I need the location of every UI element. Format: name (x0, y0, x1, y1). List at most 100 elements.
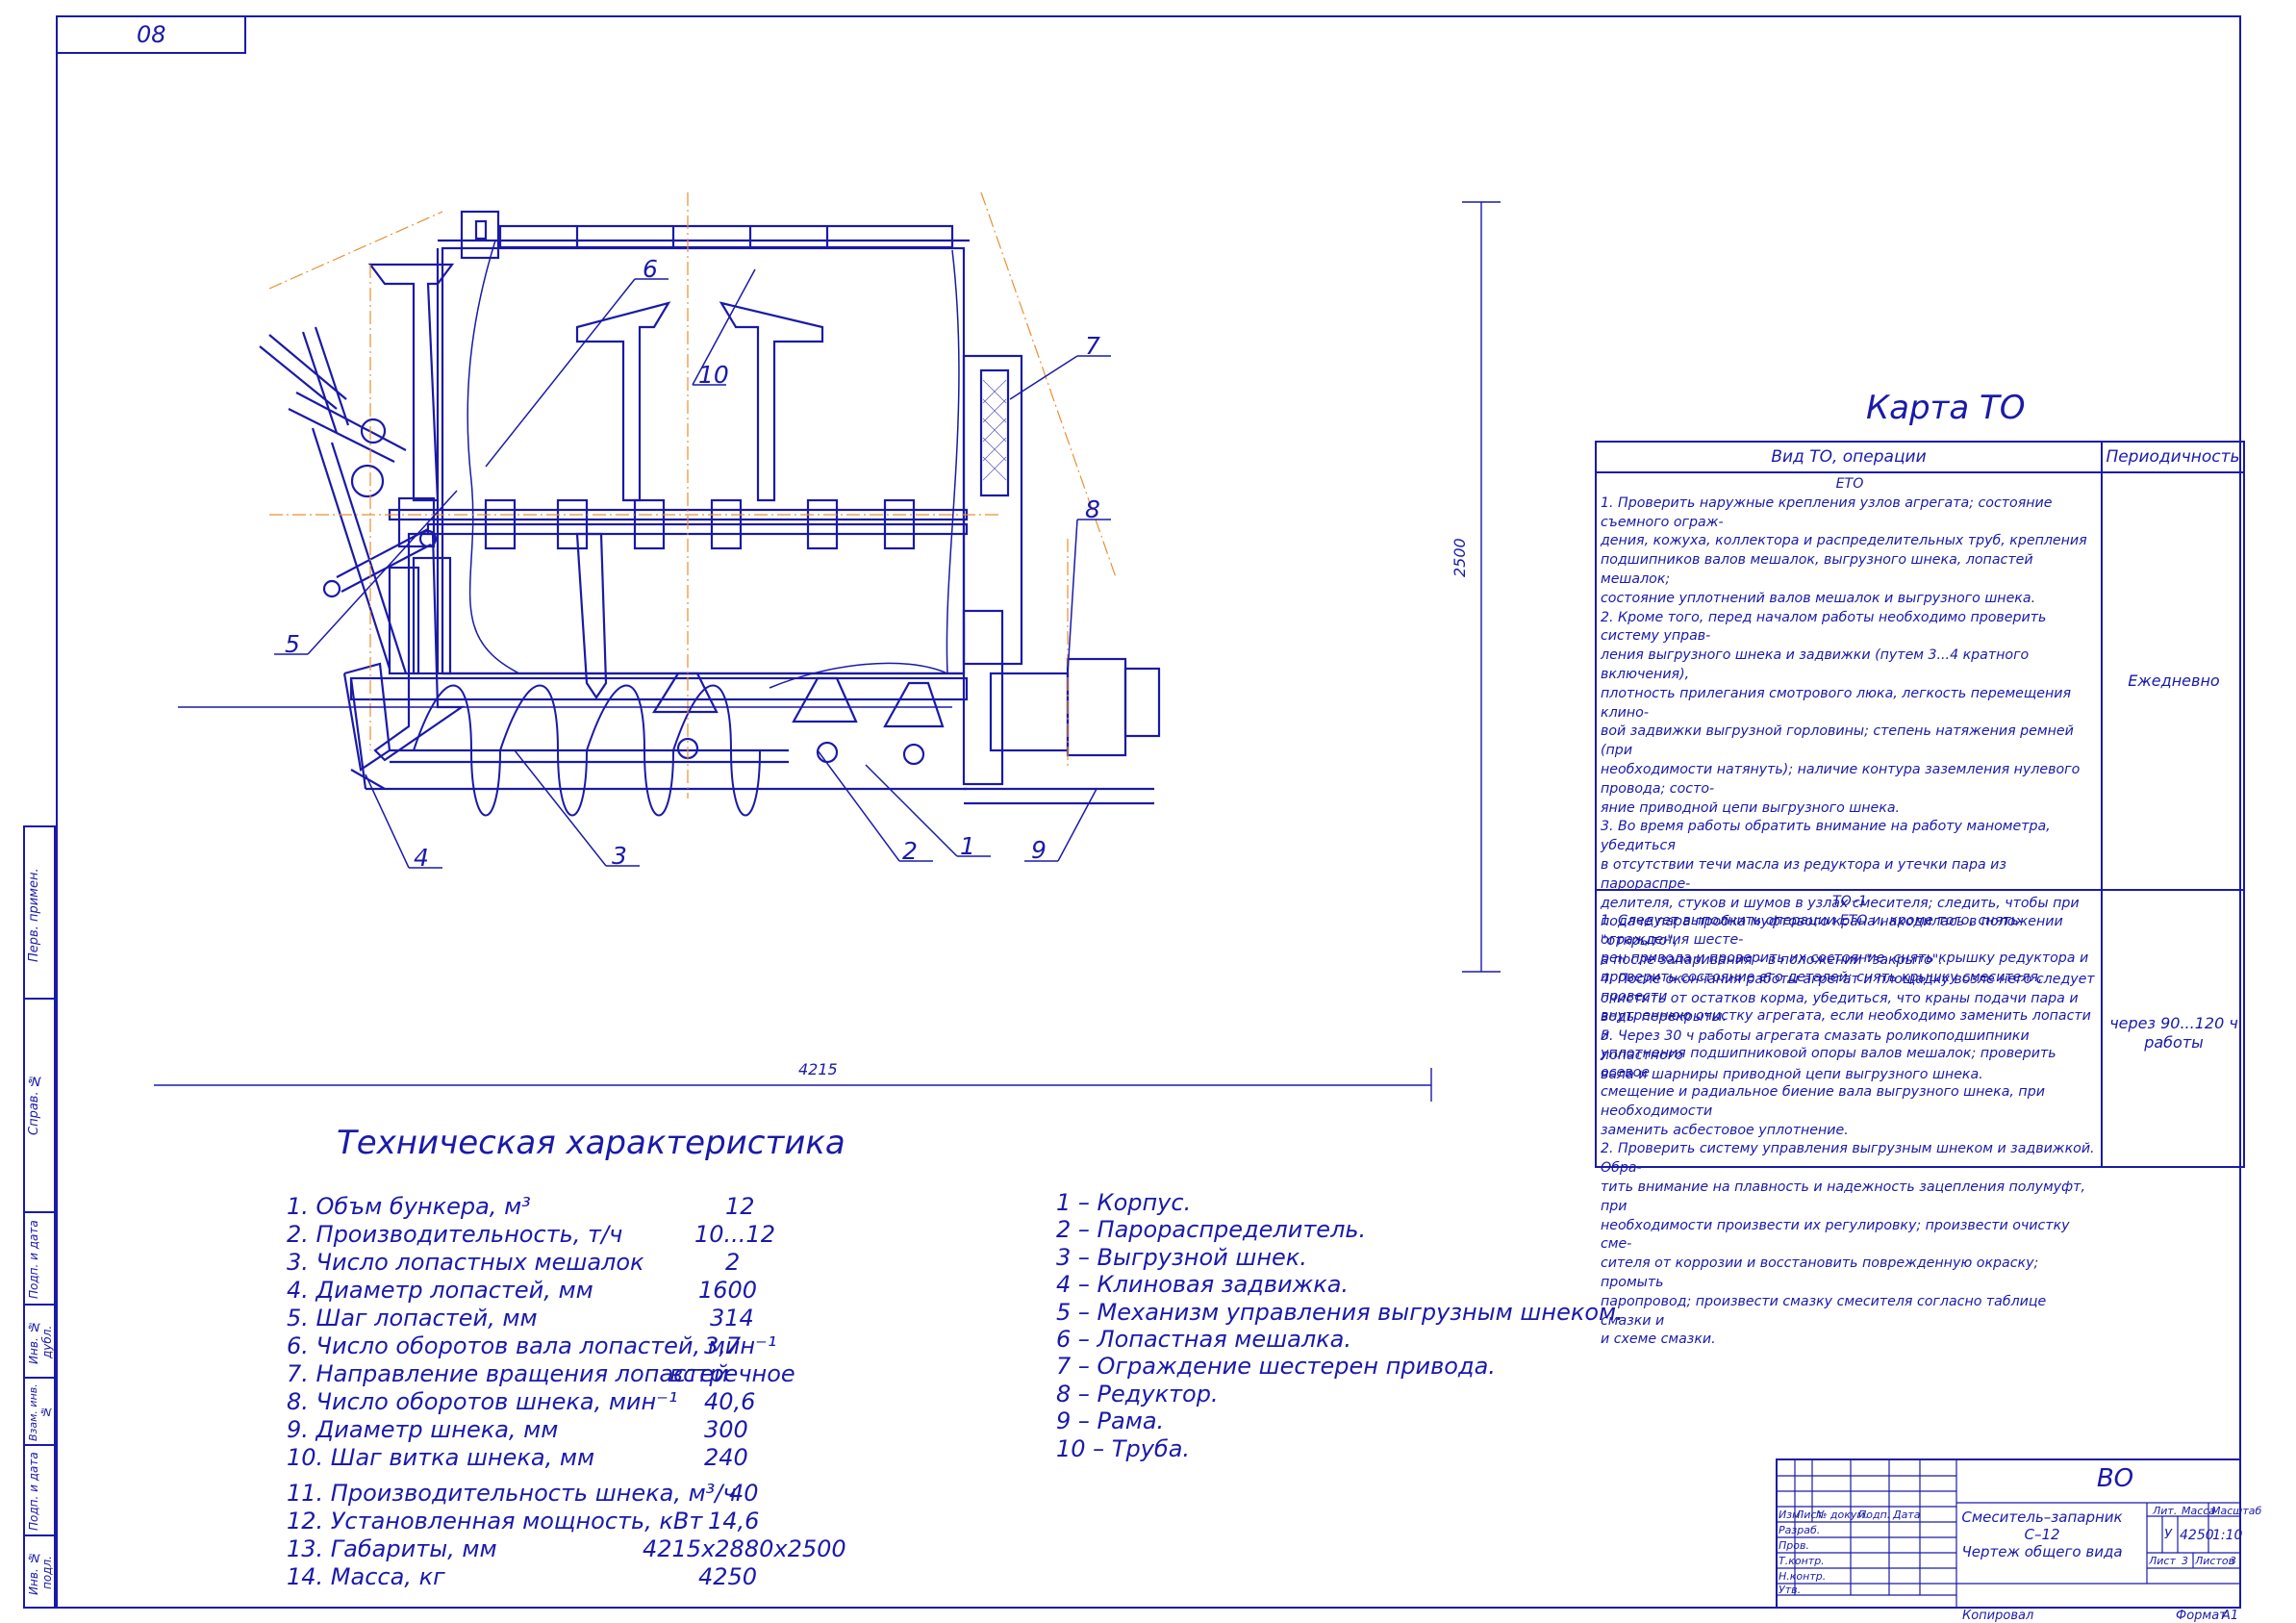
tech-label: 2. Производительность, т/ч (287, 1221, 623, 1248)
tb-lit: Лит. (2153, 1505, 2178, 1517)
legend-item: 3 – Выгрузной шнек. (1056, 1243, 1307, 1271)
tech-value: 14,6 (708, 1508, 760, 1534)
to-line: дения, кожуха, коллектора и распределите… (1601, 533, 2087, 549)
tb-name-1: Смеситель–запарник (1961, 1509, 2123, 1526)
tb-listov-lbl: Листов (2195, 1555, 2235, 1567)
tech-label: 3. Число лопастных мешалок (287, 1249, 644, 1276)
to-line: подаче пара пробка муфтового крана наход… (1601, 914, 2063, 950)
tech-label: 13. Габариты, мм (287, 1535, 497, 1562)
tech-value: 12 (725, 1193, 755, 1220)
to-line: 4. После окончания работы агрегат и площ… (1601, 971, 2095, 987)
tech-value: 40,6 (704, 1388, 756, 1415)
to-line: тить внимание на плавность и надежность … (1601, 1179, 2085, 1214)
to-map-header: Вид ТО, операции Периодичность (1597, 443, 2243, 473)
tech-row: 9. Диаметр шнека, мм 300 (287, 1416, 776, 1444)
side-cell-podl: Инв. № подл. (27, 1551, 54, 1595)
tech-label: 5. Шаг лопастей, мм (287, 1305, 538, 1331)
to-line: ления выгрузного шнека и задвижки (путем… (1601, 647, 2030, 682)
tb-name-3: Чертеж общего вида (1961, 1543, 2123, 1560)
auger-flight (413, 684, 501, 817)
to-line: заменить асбестовое уплотнение. (1601, 1122, 1849, 1138)
to-line: 1. Проверить наружные крепления узлов аг… (1601, 495, 2053, 530)
tech-value: 2 (725, 1249, 741, 1276)
tech-value: 300 (704, 1416, 748, 1443)
to-line: воды перекрыты. (1601, 1009, 1728, 1026)
to-line: проверить состояние его деталей; снять к… (1601, 970, 2043, 1004)
tb-code: ВО (2096, 1464, 2134, 1493)
callout-4: 4 (414, 844, 429, 872)
sheet-frame (56, 15, 2241, 1609)
to-eto-head: ЕТО (1835, 476, 1864, 492)
tb-data: Дата (1893, 1509, 1921, 1521)
tb-name: Смеситель–запарник С–12 Чертеж общего ви… (1960, 1509, 2124, 1560)
legend-item: 8 – Редуктор. (1056, 1380, 1219, 1407)
to-line: подшипников валов мешалок, выгрузного шн… (1601, 552, 2033, 587)
tech-value: 240 (704, 1444, 748, 1471)
legend-item: 5 – Механизм управления выгрузным шнеком… (1056, 1298, 1624, 1326)
to-line: в отсутствии течи масла из редуктора и у… (1601, 856, 2006, 892)
to-line: 3. Во время работы обратить внимание на … (1601, 819, 2051, 854)
tb-format: Формат (2176, 1609, 2227, 1623)
sheet-tag: 08 (56, 15, 246, 54)
tech-row: 2. Производительность, т/ч 10...12 (287, 1221, 776, 1249)
tb-utv: Утв. (1779, 1584, 1802, 1596)
to-to1-period: через 90...120 ч работы (2109, 1014, 2238, 1052)
tech-row: 3. Число лопастных мешалок 2 (287, 1249, 776, 1277)
tech-label: 4. Диаметр лопастей, мм (287, 1277, 593, 1304)
to-section-divider (1597, 889, 2243, 891)
side-cell-perv: Перв. примен. (27, 868, 41, 962)
tech-label: 7. Направление вращения лопастей (287, 1360, 729, 1387)
to-line: рен привода и проверить их состояние, сн… (1601, 951, 2089, 967)
to-line: вала и шарниры приводной цепи выгрузного… (1601, 1066, 1983, 1082)
tech-row: 14. Масса, кг 4250 (287, 1563, 776, 1591)
legend-item: 9 – Рама. (1056, 1407, 1165, 1435)
tb-doc: № докум. (1816, 1509, 1869, 1521)
tb-prov: Пров. (1779, 1539, 1809, 1552)
callout-8: 8 (1085, 495, 1100, 523)
dim-width-label: 4215 (798, 1060, 838, 1078)
tb-masshtab-val: 1:10 (2212, 1528, 2243, 1543)
to-line: яние приводной цепи выгрузного шнека. (1601, 799, 1901, 816)
tech-label: 11. Производительность шнека, м³/ч (287, 1480, 737, 1507)
tb-masshtab: Масштаб (2211, 1505, 2262, 1517)
parts-legend: 1 – Корпус. 2 – Парораспределитель. 3 – … (1056, 1189, 1624, 1462)
tech-label: 9. Диаметр шнека, мм (287, 1416, 559, 1443)
to-eto-section: ЕТО 1. Проверить наружные крепления узло… (1601, 475, 2099, 1085)
mixer-housing (441, 246, 966, 675)
tech-label: 6. Число оборотов вала лопастей, мин⁻¹ (287, 1332, 777, 1359)
side-cell-podp2: Подп. и дата (27, 1452, 40, 1531)
side-stamp-lines (23, 825, 56, 1609)
callout-7: 7 (1085, 332, 1100, 360)
to-map-table: Вид ТО, операции Периодичность ЕТО 1. Пр… (1595, 441, 2245, 1347)
to-line: уплотнения подшипниковой опоры валов меш… (1601, 1046, 2056, 1081)
tech-value: 4250 (698, 1563, 758, 1590)
side-cell-podp1: Подп. и дата (27, 1220, 40, 1299)
tech-label: 14. Масса, кг (287, 1563, 445, 1590)
legend-item: 7 – Ограждение шестерен привода. (1056, 1353, 1496, 1381)
to-line: 1. Следует выполнить операции ЕТО и, кро… (1601, 912, 2019, 948)
tb-list-val: 3 (2182, 1555, 2188, 1567)
callout-10: 10 (698, 361, 729, 389)
legend-item: 2 – Парораспределитель. (1056, 1216, 1367, 1244)
legend-item: 6 – Лопастная мешалка. (1056, 1326, 1352, 1354)
side-stamp: Перв. примен. Справ. № Подп. и дата Инв.… (23, 825, 56, 1609)
side-cell-sprav: Справ. № (27, 1073, 41, 1136)
callout-9: 9 (1031, 836, 1047, 864)
to-line: смещение и радиальное биение вала выгруз… (1601, 1083, 2045, 1119)
tech-value: 3,7 (704, 1332, 742, 1359)
legend-item: 10 – Труба. (1056, 1434, 1191, 1462)
tb-massa: Масса (2182, 1505, 2216, 1517)
tech-value: встречное (669, 1360, 795, 1387)
to-line: а после запаривания – в положении "закры… (1601, 951, 1943, 968)
tb-list-lbl: Лист (2149, 1555, 2176, 1567)
tech-value: 10...12 (694, 1221, 775, 1248)
tech-title: Техническая характеристика (337, 1124, 845, 1162)
